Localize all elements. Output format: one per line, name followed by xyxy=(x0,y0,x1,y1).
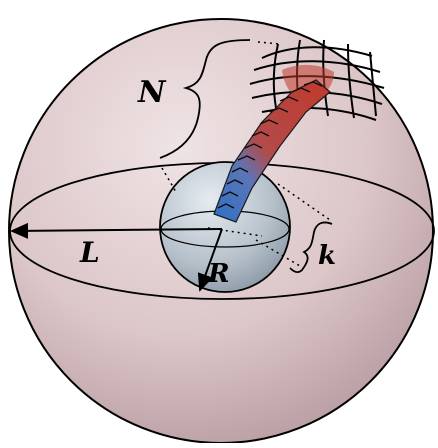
l-arrow xyxy=(10,222,223,239)
r-arrow xyxy=(197,228,223,292)
guide-lines xyxy=(161,41,331,267)
n-brace xyxy=(159,39,251,159)
polymer-chain xyxy=(213,79,331,223)
k-brace xyxy=(289,221,333,274)
label-l: L xyxy=(79,236,100,269)
label-n: N xyxy=(137,75,167,110)
label-k: k xyxy=(318,241,336,271)
label-r: R xyxy=(207,259,230,289)
inner-sphere xyxy=(159,161,291,293)
